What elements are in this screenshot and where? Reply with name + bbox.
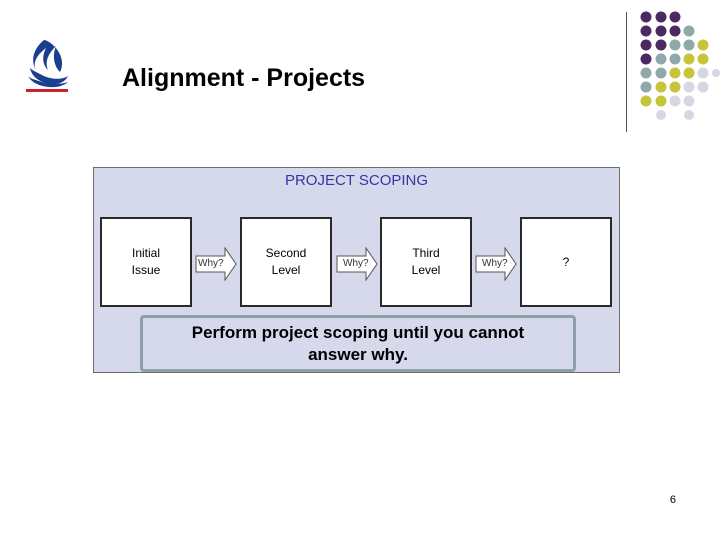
arrow-label: Why? xyxy=(482,258,508,269)
box-third-level: Third Level xyxy=(380,217,472,307)
box-label: Second Level xyxy=(265,246,307,277)
arrow-right-icon xyxy=(195,247,237,281)
box-label: Third Level xyxy=(411,246,441,277)
arrow-right-icon xyxy=(475,247,517,281)
callout-text: Perform project scoping until you cannot… xyxy=(191,322,525,364)
box-second-level: Second Level xyxy=(240,217,332,307)
flame-logo-icon xyxy=(26,40,68,92)
box-initial-issue: Initial Issue xyxy=(100,217,192,307)
box-unknown: ? xyxy=(520,217,612,307)
slide-title: Alignment - Projects xyxy=(122,64,366,92)
arrow-right-icon xyxy=(336,247,378,281)
arrow-label: Why? xyxy=(198,258,224,269)
header-divider xyxy=(626,12,627,132)
page-number: 6 xyxy=(669,494,676,506)
box-label: ? xyxy=(562,254,570,269)
dot-grid-icon xyxy=(640,11,720,120)
box-label: Initial Issue xyxy=(131,246,161,277)
arrow-label: Why? xyxy=(343,258,369,269)
callout-box: Perform project scoping until you cannot… xyxy=(140,315,576,372)
